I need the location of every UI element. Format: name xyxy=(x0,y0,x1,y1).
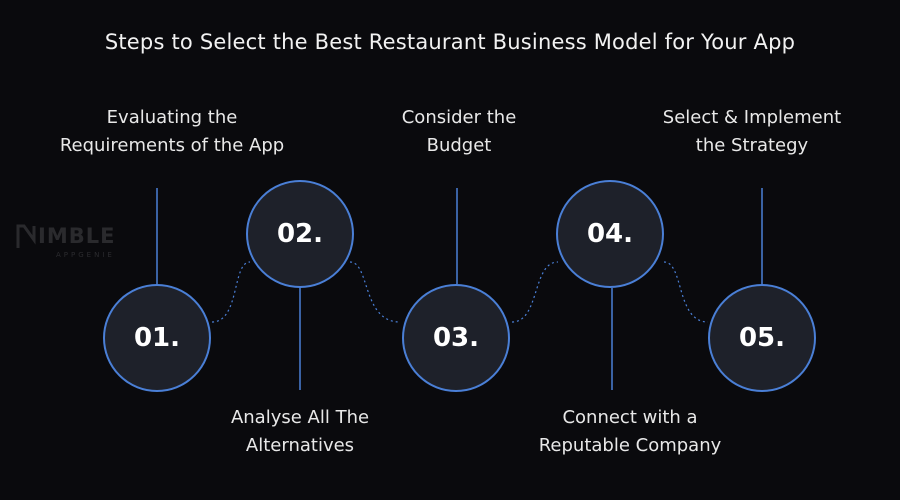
diagram-title: Steps to Select the Best Restaurant Busi… xyxy=(104,30,796,54)
connector-3-4 xyxy=(511,261,559,323)
step-label-1-line2: Requirements of the App xyxy=(59,135,285,156)
step-label-4-line2: Reputable Company xyxy=(538,435,722,456)
step-label-2-line2: Alternatives xyxy=(245,435,355,456)
step-label-5-line1: Select & Implement xyxy=(662,107,842,128)
step-circle-2: 02. xyxy=(246,180,354,288)
watermark-subtext: APPGENIE xyxy=(56,251,115,259)
step-label-3-line1: Consider the xyxy=(401,107,517,128)
step-label-3-line2: Budget xyxy=(426,135,492,156)
step-label-1: Evaluating the Requirements of the App xyxy=(32,104,312,160)
step-label-4-line1: Connect with a xyxy=(562,407,698,428)
step-label-3: Consider the Budget xyxy=(319,104,599,160)
connector-2-3 xyxy=(349,261,401,323)
step-circle-3: 03. xyxy=(402,284,510,392)
step-label-1-line1: Evaluating the xyxy=(106,107,238,128)
watermark-logo: IMBLE APPGENIE xyxy=(16,218,146,266)
step-circle-5: 05. xyxy=(708,284,816,392)
step-label-5: Select & Implement the Strategy xyxy=(612,104,892,160)
step-label-2-line1: Analyse All The xyxy=(230,407,370,428)
step-label-5-line2: the Strategy xyxy=(695,135,809,156)
logo-icon xyxy=(16,224,36,248)
connector-1-2 xyxy=(211,261,251,323)
step-label-2: Analyse All The Alternatives xyxy=(160,404,440,460)
watermark-text: IMBLE xyxy=(38,224,116,248)
step-circle-1: 01. xyxy=(103,284,211,392)
connector-4-5 xyxy=(663,261,709,323)
step-circle-4: 04. xyxy=(556,180,664,288)
step-label-4: Connect with a Reputable Company xyxy=(490,404,770,460)
